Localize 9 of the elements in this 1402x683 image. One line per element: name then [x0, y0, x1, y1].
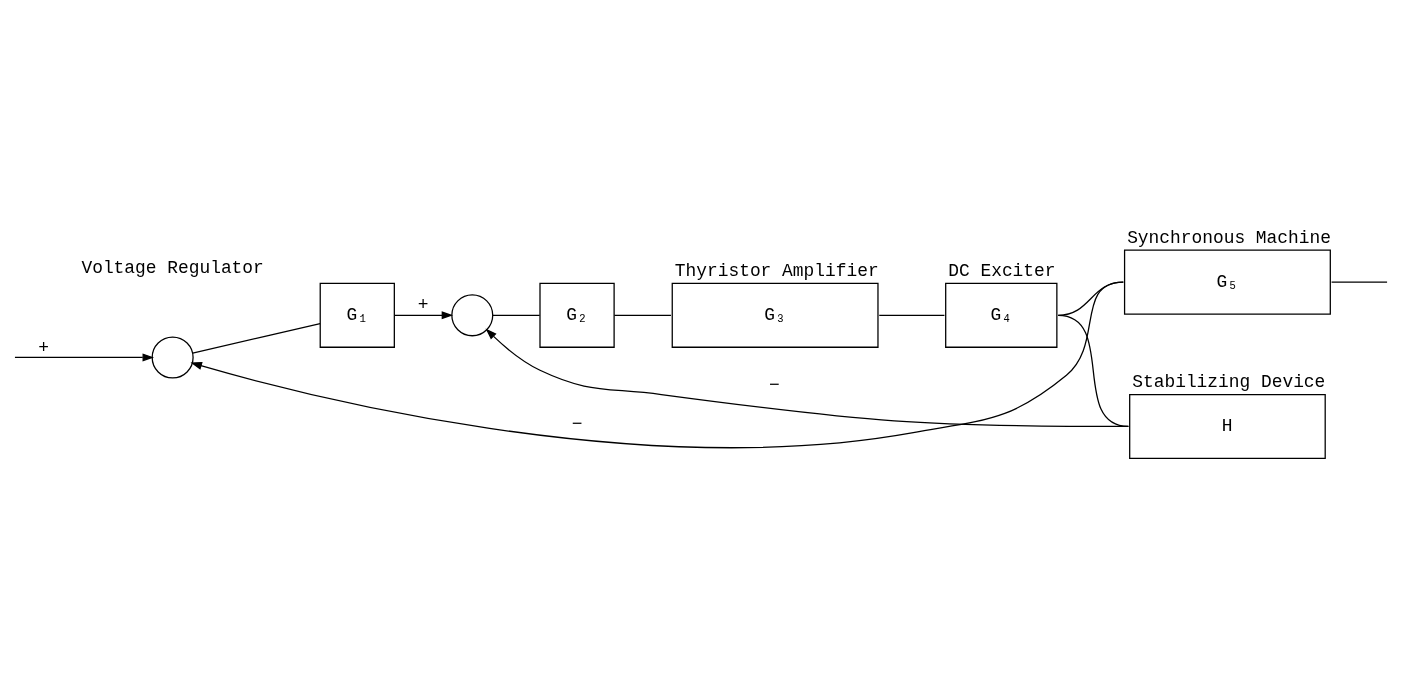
edge-label: − [571, 414, 583, 435]
node-label: DC Exciter [948, 260, 1056, 281]
edge-label: − [769, 374, 780, 395]
edge-label: + [417, 295, 429, 316]
node-label: Synchronous Machine [1127, 227, 1331, 248]
edge-label: + [38, 337, 49, 358]
label: Voltage Regulator [81, 257, 264, 278]
node-label: Stabilizing Device [1132, 372, 1326, 393]
node-label: Thyristor Amplifier [674, 260, 879, 281]
